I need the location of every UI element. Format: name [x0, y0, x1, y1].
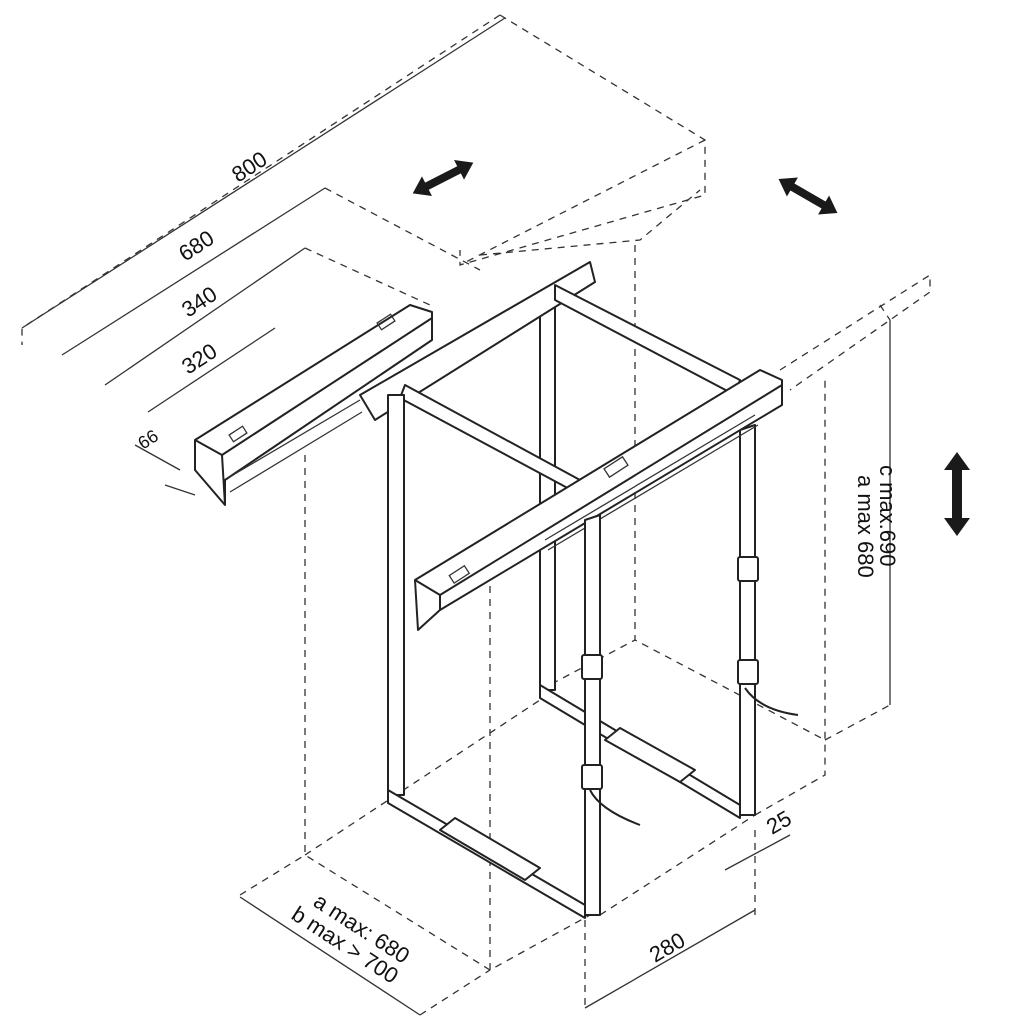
dim-340: 340 [177, 281, 221, 322]
dim-a-max-vertical: a max 680 [853, 475, 878, 578]
frame [359, 261, 783, 919]
dim-c-max: c max.690 [875, 465, 900, 567]
dim-800: 800 [227, 146, 271, 187]
double-arrow-diagonal-icon [778, 177, 838, 215]
left-rail [194, 304, 433, 506]
double-arrow-horizontal-icon [412, 160, 474, 196]
desk-outline [21, 14, 931, 1016]
dim-25: 25 [762, 805, 796, 839]
straps [439, 556, 799, 881]
dimension-lines [21, 17, 891, 1016]
double-arrow-vertical-icon [944, 452, 970, 536]
dim-66: 66 [134, 426, 162, 454]
dim-320: 320 [177, 338, 221, 379]
dim-280: 280 [645, 927, 689, 967]
